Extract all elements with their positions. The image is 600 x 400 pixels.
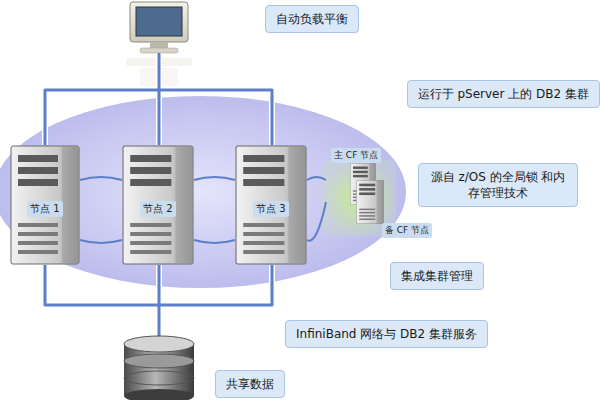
node-label: 备 CF 节点 [382, 223, 432, 238]
ring-connector [194, 177, 235, 243]
callout-box: 集成集群管理 [390, 262, 484, 290]
callout-box: InfiniBand 网络与 DB2 集群服务 [285, 320, 488, 348]
node-label: 节点 2 [140, 201, 176, 217]
database-cylinder [124, 336, 194, 400]
callout-box: 共享数据 [215, 370, 285, 398]
callout-box: 运行于 pServer 上的 DB2 集群 [407, 80, 600, 108]
callout-box: 自动负载平衡 [265, 5, 359, 33]
callout-text: 集成集群管理 [401, 268, 473, 284]
node-label: 主 CF 节点 [331, 148, 381, 163]
ring-connector [80, 177, 122, 243]
callout-text: 共享数据 [226, 376, 274, 392]
server-node: 节点 1 [10, 145, 80, 265]
cf-server [356, 180, 384, 224]
server-node: 节点 3 [235, 145, 307, 265]
server-node: 节点 2 [122, 145, 194, 265]
callout-box: 源自 z/OS 的全局锁 和内存管理技术 [418, 163, 578, 207]
callout-text: 运行于 pServer 上的 DB2 集群 [418, 86, 589, 102]
cluster-ellipse [0, 96, 406, 288]
ring-connector [307, 177, 326, 241]
callout-text: InfiniBand 网络与 DB2 集群服务 [296, 326, 477, 342]
cf-node: 备 CF 节点 [342, 180, 432, 240]
callout-text: 源自 z/OS 的全局锁 和内存管理技术 [429, 169, 567, 201]
node-label: 节点 1 [27, 201, 63, 217]
node-label: 节点 3 [253, 201, 289, 217]
callout-text: 自动负载平衡 [276, 11, 348, 27]
